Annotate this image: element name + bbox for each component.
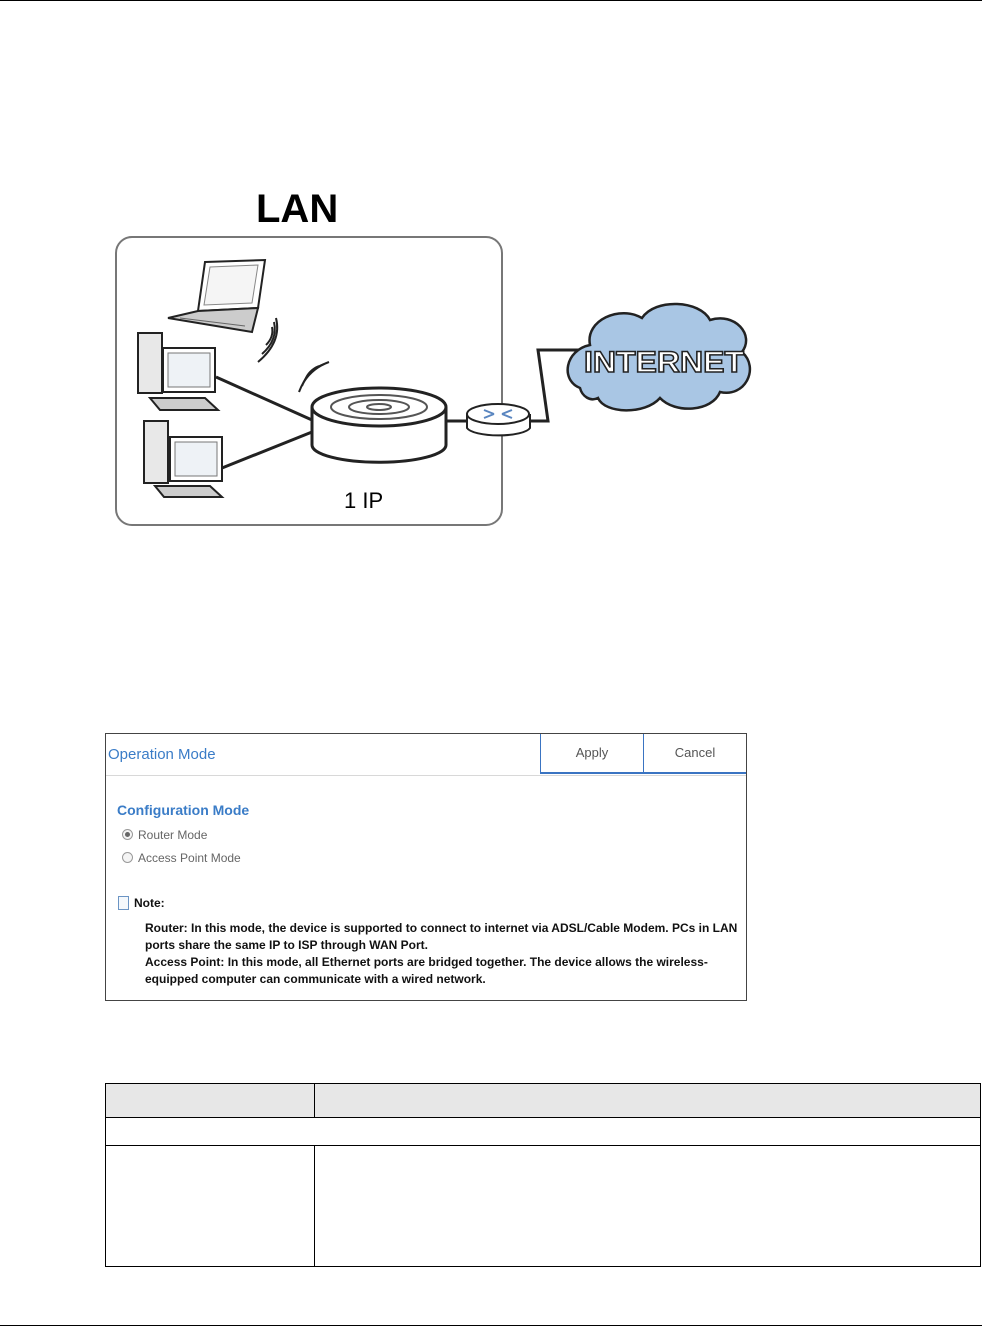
radio-label: Access Point Mode: [138, 851, 241, 865]
wifi-waves-icon: [257, 317, 330, 393]
router-icon: [310, 386, 448, 464]
lan-box: [115, 236, 503, 526]
configuration-mode-title: Configuration Mode: [117, 802, 250, 818]
radio-selected[interactable]: [122, 829, 133, 840]
top-rule: [0, 0, 982, 1]
table-section-cell: [105, 1117, 981, 1146]
laptop-icon: [167, 258, 267, 334]
table-cell: [314, 1145, 981, 1267]
document-icon: [118, 896, 129, 910]
cancel-button[interactable]: Cancel: [643, 734, 746, 774]
modem-icon: [466, 403, 531, 437]
title-divider: [106, 775, 746, 776]
note-router-text: Router: In this mode, the device is supp…: [145, 921, 738, 952]
field-description-table: [105, 1083, 981, 1267]
desktop-computer-icon: [143, 420, 225, 498]
note-heading: Note:: [118, 896, 165, 910]
access-point-mode-option[interactable]: Access Point Mode: [122, 851, 241, 865]
table-section-row: [105, 1117, 981, 1146]
radio-label: Router Mode: [138, 828, 208, 842]
lan-cables: [215, 348, 585, 470]
note-label: Note:: [134, 896, 165, 910]
apply-button[interactable]: Apply: [540, 734, 643, 774]
ip-label: 1 IP: [344, 488, 383, 513]
operation-mode-panel: Operation Mode Apply Cancel Configuratio…: [105, 733, 747, 1001]
desktop-computer-icon: [137, 332, 221, 411]
radio-unselected[interactable]: [122, 852, 133, 863]
network-diagram: LAN: [115, 187, 752, 526]
table-header-cell: [314, 1083, 981, 1118]
internet-label: INTERNET: [584, 346, 744, 379]
table-header-cell: [105, 1083, 315, 1118]
panel-title: Operation Mode: [108, 746, 216, 763]
table-cell: [105, 1145, 315, 1267]
lan-label: LAN: [256, 187, 338, 231]
table-row: [105, 1145, 981, 1267]
note-text: Router: In this mode, the device is supp…: [145, 920, 740, 988]
note-access-point-text: Access Point: In this mode, all Ethernet…: [145, 955, 708, 986]
router-mode-option[interactable]: Router Mode: [122, 828, 207, 842]
internet-cloud-icon: [566, 302, 752, 412]
table-header-row: [105, 1083, 981, 1118]
